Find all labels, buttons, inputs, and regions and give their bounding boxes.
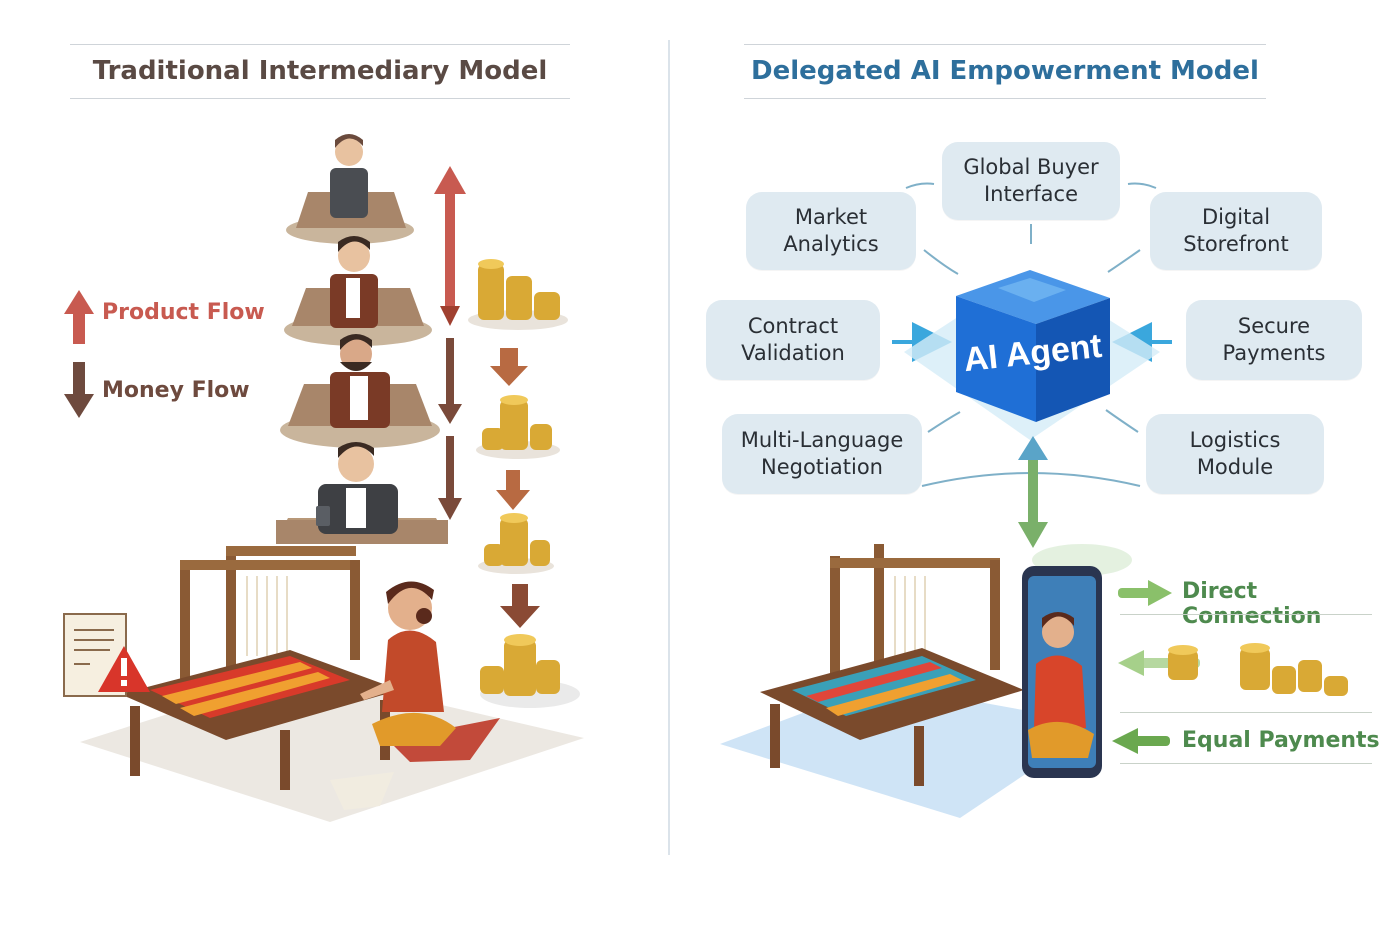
money-flow-label: Money Flow [102,378,250,403]
intermediary-figure [280,334,440,448]
weaver-on-phone [1028,612,1094,758]
ai-model-panel: Delegated AI Empowerment Model Global Bu… [670,0,1400,933]
callout-rule [1120,763,1372,764]
title-rule-bottom [70,98,570,99]
module-market-analytics: Market Analytics [746,192,916,270]
coin-stack [1168,645,1198,680]
traditional-model-title: Traditional Intermediary Model [92,56,548,86]
weaver-figure [360,581,456,746]
traditional-model-panel: Traditional Intermediary Model Product F… [0,0,668,933]
intermediary-figure [276,442,448,544]
module-label: Contract Validation [741,314,845,365]
panel-divider [668,40,670,855]
phone-device [1022,566,1102,778]
module-label: Multi-Language Negotiation [740,428,904,479]
title-rule-top [744,44,1266,45]
direct-connection-arrow [1118,580,1172,606]
warning-icon [98,646,150,692]
module-digital-storefront: Digital Storefront [1150,192,1322,270]
coin-stack [478,513,554,574]
direct-connection-label: Direct Connection [1182,579,1322,629]
callout-rule [1120,614,1372,615]
coin-stack [468,259,568,330]
ai-model-title: Delegated AI Empowerment Model [751,56,1259,86]
coin-flow-arrow [496,470,530,510]
module-global-buyer: Global Buyer Interface [942,142,1120,220]
loom-threads [894,576,926,656]
module-contract-validation: Contract Validation [706,300,880,380]
equal-payments-arrow [1112,728,1170,754]
module-label: Digital Storefront [1183,205,1289,256]
equal-payments-label: Equal Payments [1182,728,1380,753]
document-icon [63,613,127,697]
title-rule-bottom [744,98,1266,99]
coin-stack [1240,643,1348,696]
money-flow-arrow [438,338,462,520]
product-flow-label: Product Flow [102,300,265,325]
agent-phone-arrow [1018,436,1048,548]
intermediary-figure [284,236,432,346]
module-label: Secure Payments [1222,314,1326,365]
module-secure-payments: Secure Payments [1186,300,1362,380]
intermediary-stack [276,134,448,544]
title-rule-top [70,44,570,45]
coin-stack [476,395,560,459]
coin-flow-arrow [490,348,528,386]
coin-stack [480,634,580,708]
module-multi-language: Multi-Language Negotiation [722,414,922,494]
product-flow-arrow [434,166,466,326]
coin-flow-arrow [500,584,540,628]
intermediary-figure [286,134,414,244]
loom-threads [246,576,288,656]
arrow-down-icon [64,362,94,418]
loom-scene-ai [720,544,1132,818]
arrow-up-icon [64,290,94,344]
ai-agent-cube: AI Agent [904,270,1160,440]
callout-rule [1120,712,1372,713]
module-label: Logistics Module [1189,428,1281,479]
module-label: Market Analytics [783,205,879,256]
loom-scene-traditional [80,546,584,822]
module-label: Global Buyer Interface [963,155,1099,206]
module-logistics: Logistics Module [1146,414,1324,494]
